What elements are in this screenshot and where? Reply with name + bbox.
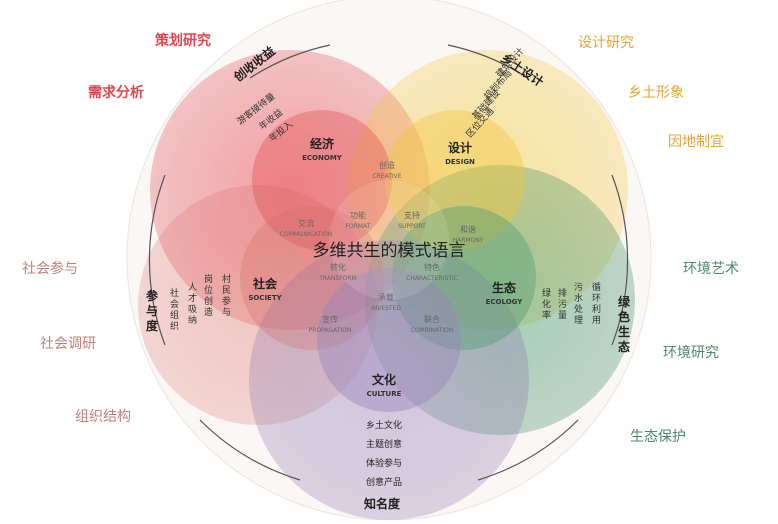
circle-ecology [392,206,536,350]
label-env-research: 环境研究 [663,345,719,361]
overlap-creative: 创造 [379,160,395,170]
culture-item-4: 创意产品 [366,476,402,488]
society-column-1: 村民参与 [222,273,231,318]
overlap-harmony: 和谐 [460,224,476,234]
ring-participation-vertical: 参与度 [146,288,159,333]
overlap-invested-en: INVESTED [371,305,401,312]
ring-popularity: 知名度 [363,496,401,511]
ring-participation: 参与度 [146,288,159,333]
overlap-combination-en: COMBINATION [411,327,454,334]
label-eco-protection: 生态保护 [630,429,686,445]
label-org-structure: 组织结构 [75,409,131,425]
society-en: SOCIETY [248,294,282,302]
overlap-invested: 承载 [378,292,394,302]
culture-title: 文化 [372,372,396,387]
center-title: 多维共生的模式语言 [313,241,466,261]
society-column-2: 岗位创造 [204,274,213,318]
overlap-format-en: FORMAT [346,223,371,230]
label-planning-research: 策划研究 [155,33,211,49]
label-design-research: 设计研究 [578,35,634,51]
overlap-communication-en: COMMUNICATION [280,231,332,238]
overlap-characteristic-en: CHARACTERISTIC [406,275,458,282]
overlap-characteristic: 特色 [424,262,440,272]
ring-green-eco-vertical: 绿色生态 [618,294,631,354]
circle-economy [252,110,392,250]
design-en: DESIGN [445,158,475,166]
society-column-4: 社会组织 [170,287,179,332]
circle-society [240,206,384,350]
society-title: 社会 [252,276,278,291]
culture-item-3: 体验参与 [366,457,402,469]
overlap-propagation-en: PROPAGATION [309,327,352,334]
overlap-support-en: SUPPORT [398,223,426,230]
label-rural-image: 乡土形象 [628,85,684,101]
circle-design [385,110,525,250]
design-title: 设计 [448,140,472,155]
overlap-support: 支持 [404,210,420,220]
arc-bottom-left [199,419,301,481]
overlap-transform-en: TRANSFORM [318,275,357,282]
circle-core [329,180,449,300]
arc-right [611,174,629,346]
arc-top-right [447,44,529,79]
society-column-3: 人才吸纳 [188,282,197,326]
arc-bottom-right [477,419,579,481]
culture-en: CULTURE [367,390,402,398]
overlap-creative-en: CREATIVE [372,173,401,180]
label-needs-analysis: 需求分析 [88,85,144,101]
big-circle-purple [249,240,529,520]
circle-culture [317,268,461,412]
ecology-column-1: 循环利用 [592,281,601,326]
label-social-participation: 社会参与 [22,261,78,277]
culture-item-1: 乡土文化 [366,419,402,431]
label-env-art: 环境艺术 [683,261,739,277]
overlap-combination: 联合 [424,314,440,324]
ecology-title: 生态 [492,280,516,295]
label-site-adaptation: 因地制宜 [668,134,724,150]
label-social-survey: 社会调研 [40,336,96,352]
economy-en: ECONOMY [302,154,343,162]
culture-item-2: 主题创意 [366,438,402,450]
society-columns: 村民参与 岗位创造 人才吸纳 社会组织 [170,273,231,332]
arc-top-left [249,44,331,79]
overlap-propagation: 宣传 [322,314,338,324]
overlap-harmony-en: HARMONY [453,237,484,244]
overlap-communication: 交流 [298,218,314,228]
ecology-column-2: 污水处理 [574,281,583,326]
ecology-column-3: 排污量 [558,287,567,321]
overlap-format: 功能 [350,210,366,220]
overlap-transform: 转化 [330,262,346,272]
economy-title: 经济 [310,136,335,151]
ecology-en: ECOLOGY [486,298,524,306]
ring-green-eco: 绿色生态 [618,294,631,354]
arc-left [148,174,166,346]
ecology-columns: 循环利用 污水处理 排污量 绿化率 [542,281,601,326]
ecology-column-4: 绿化率 [542,287,551,321]
